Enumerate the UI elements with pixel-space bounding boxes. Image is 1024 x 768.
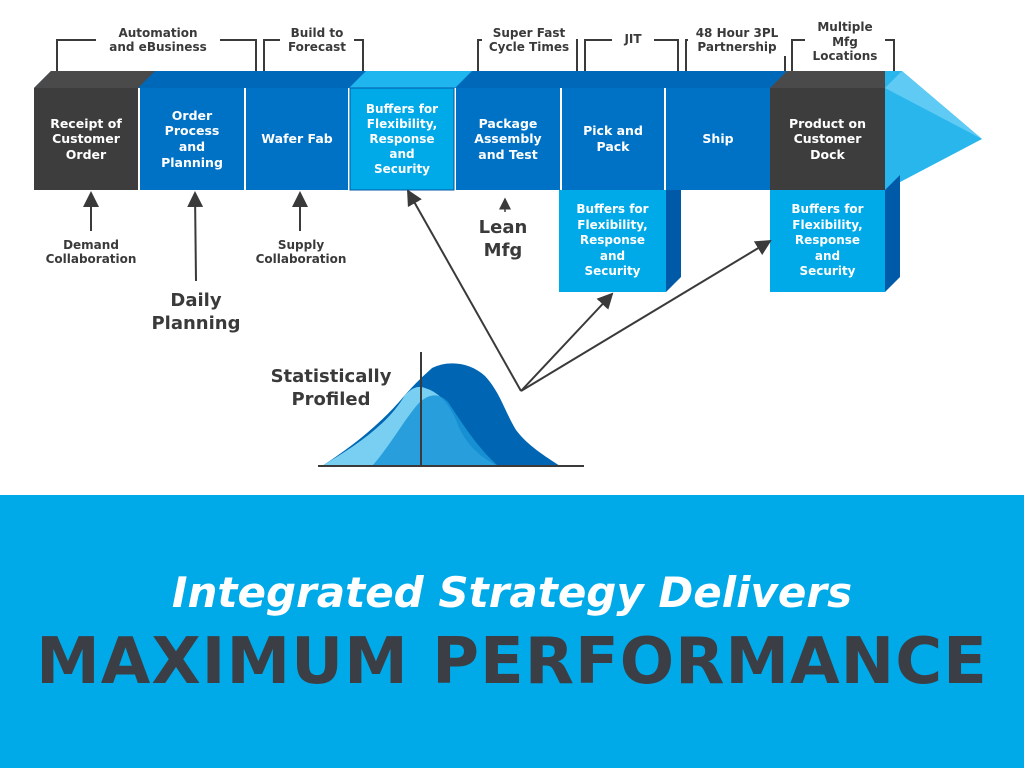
stage-box-pick-pack <box>562 88 664 190</box>
band-top-face-dark-right <box>770 71 902 88</box>
buffer-cube-right-front <box>770 190 885 292</box>
stage-box-receipt <box>34 88 138 190</box>
banner-tagline: Integrated Strategy Delivers <box>171 568 853 617</box>
stage-label-package: Package Assembly and Test <box>474 115 542 162</box>
stage-box-buffers <box>349 87 455 191</box>
annotation-arrows <box>83 191 511 282</box>
distribution-mid-curve <box>372 395 498 466</box>
stage-label-buffers: Buffers for Flexibility, Response and Se… <box>365 101 439 176</box>
stage-label-receipt: Receipt of Customer Order <box>50 115 122 162</box>
stage-label-order-process: Order Process and Planning <box>161 107 223 170</box>
stage-label-product-dock: Product on Customer Dock <box>789 115 866 162</box>
stage-box-package <box>456 88 560 190</box>
bracket-label-cycle-times: Super Fast Cycle Times <box>482 24 576 56</box>
bottom-banner <box>0 495 1024 768</box>
daily-planning-arrow <box>187 191 204 282</box>
stage-box-product-dock <box>770 88 885 190</box>
band-top-face-dark-left <box>34 71 155 88</box>
bracket-label-automation: Automation and eBusiness <box>96 24 220 56</box>
buffer-label-right: Buffers for Flexibility, Response and Se… <box>791 202 864 279</box>
buffer-label-left: Buffers for Flexibility, Response and Se… <box>576 202 649 279</box>
band-top-face <box>34 71 902 88</box>
daily-planning-label: Daily Planning <box>151 289 241 334</box>
stage-box-ship <box>666 88 770 190</box>
supply-chain-diagram <box>34 39 982 467</box>
dist-arrow-to-left-buffer <box>520 292 614 392</box>
band-top-face-light <box>349 71 472 88</box>
buffer-cube-left-side <box>666 190 681 292</box>
stage-label-ship: Ship <box>702 131 734 147</box>
distribution-arrows <box>407 189 772 392</box>
band-arrow-head-top <box>885 71 982 139</box>
lower-buffer-cubes <box>559 175 900 292</box>
distribution-curves <box>318 352 584 467</box>
bracket-label-jit: JIT <box>612 30 654 48</box>
dist-arrow-to-right-buffer <box>520 239 772 392</box>
lean-mfg-label: Lean Mfg <box>478 216 528 261</box>
supply-collaboration-label: Supply Collaboration <box>255 237 347 266</box>
banner-headline: MAXIMUM PERFORMANCE <box>36 625 988 699</box>
dist-arrow-to-top-buffer <box>407 189 522 392</box>
bracket-label-build-to-forecast: Build to Forecast <box>280 24 354 56</box>
stage-label-pick-pack: Pick and Pack <box>583 123 643 154</box>
stage-boxes <box>34 87 885 191</box>
bracket-label-3pl: 48 Hour 3PL Partnership <box>688 24 786 56</box>
stage-box-order-process <box>140 88 244 190</box>
bracket-label-mfg-locations: Multiple Mfg Locations <box>805 18 885 66</box>
buffer-cube-left-front <box>559 190 666 292</box>
stage-label-wafer-fab: Wafer Fab <box>261 131 333 147</box>
demand-collaboration-label: Demand Collaboration <box>45 237 137 266</box>
statistically-profiled-label: Statistically Profiled <box>270 365 392 410</box>
buffer-cube-right-side <box>885 175 900 292</box>
stage-box-wafer-fab <box>246 88 348 190</box>
